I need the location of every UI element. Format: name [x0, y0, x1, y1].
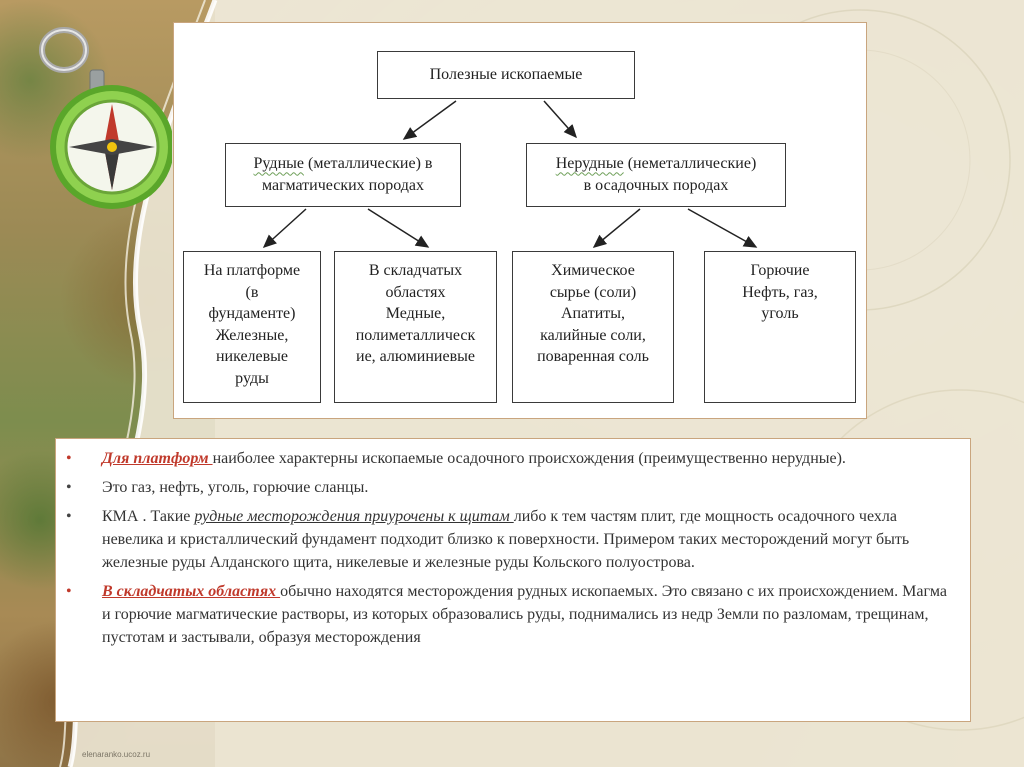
folded-line: Медные, — [385, 305, 446, 323]
nonore-minerals-box: Нерудные (неметаллические) в осадочных п… — [526, 143, 786, 207]
ore-keyword: Рудные — [253, 155, 304, 173]
folded-areas-highlight: В складчатых областях — [102, 583, 281, 600]
ore-line1-rest: (металлические) в — [303, 155, 433, 173]
chemical-line: Химическое — [551, 262, 635, 279]
list-item: • В складчатых областях обычно находятся… — [66, 580, 952, 649]
folded-line: полиметаллическ — [355, 326, 476, 344]
shield-deposits-italic: рудные месторождения приурочены к щитам — [194, 508, 514, 525]
compass-icon — [39, 27, 172, 209]
platform-ore-box: На платформе (в фундаменте) Железные, ни… — [183, 251, 321, 403]
platform-highlight: Для платформ — [102, 450, 213, 467]
platform-line: никелевые — [215, 348, 289, 366]
bullet-text: наиболее характерны ископаемые осадочног… — [212, 450, 846, 467]
fuel-line: уголь — [761, 305, 799, 323]
folded-line: областях — [385, 283, 446, 301]
bullet-text: либо к тем частям плит, где мощность оса… — [102, 508, 910, 571]
chemical-raw-box: Химическое сырье (соли) Апатиты, калийны… — [512, 251, 674, 403]
list-item: • КМА . Такие рудные месторождения приур… — [66, 505, 952, 574]
platform-line: Железные, — [215, 326, 289, 344]
minerals-root-box: Полезные ископаемые — [377, 51, 635, 99]
ore-minerals-box: Рудные (металлические) в магматических п… — [225, 143, 461, 207]
ore-line2: магматических породах — [261, 177, 425, 194]
list-item: • Для платформ наиболее характерны ископ… — [66, 447, 952, 470]
nonore-keyword: Нерудные — [555, 155, 624, 173]
bullet-text: Это газ, нефть, уголь, горючие сланцы. — [102, 479, 369, 496]
fuel-minerals-box: Горючие Нефть, газ, уголь — [704, 251, 856, 403]
bullet-marker: • — [66, 508, 72, 525]
minerals-root-label: Полезные ископаемые — [429, 66, 583, 84]
explanation-list: • Для платформ наиболее характерны ископ… — [66, 447, 952, 649]
bullet-text: обычно находятся месторождения рудных ис… — [102, 583, 947, 646]
classification-diagram: Полезные ископаемые Рудные (металлически… — [173, 22, 867, 419]
explanation-panel: • Для платформ наиболее характерны ископ… — [55, 438, 971, 722]
folded-ore-box: В складчатых областях Медные, полиметалл… — [334, 251, 497, 403]
list-item: • Это газ, нефть, уголь, горючие сланцы. — [66, 476, 952, 499]
platform-line: (в — [245, 283, 259, 301]
bullet-lead: КМА . Такие — [102, 508, 195, 525]
folded-line: В складчатых — [368, 262, 463, 279]
fuel-line: Нефть, газ, — [742, 283, 818, 301]
chemical-line: калийные соли, — [540, 326, 646, 344]
site-credit: elenaranko.ucoz.ru — [82, 750, 151, 759]
platform-line: На платформе — [203, 262, 301, 279]
chemical-line: Апатиты, — [560, 305, 626, 323]
folded-line: ие, алюминиевые — [356, 348, 475, 366]
chemical-line: поваренная соль — [537, 348, 649, 366]
chemical-line: сырье (соли) — [549, 283, 637, 301]
bullet-marker: • — [66, 479, 72, 496]
nonore-line2: в осадочных породах — [583, 177, 729, 194]
bullet-marker: • — [66, 583, 72, 600]
platform-line: руды — [235, 369, 269, 387]
fuel-line: Горючие — [750, 262, 810, 279]
nonore-line1-rest: (неметаллические) — [623, 155, 757, 173]
bullet-marker: • — [66, 450, 72, 467]
platform-line: фундаменте) — [208, 305, 296, 323]
diagram-arrows — [262, 100, 758, 249]
